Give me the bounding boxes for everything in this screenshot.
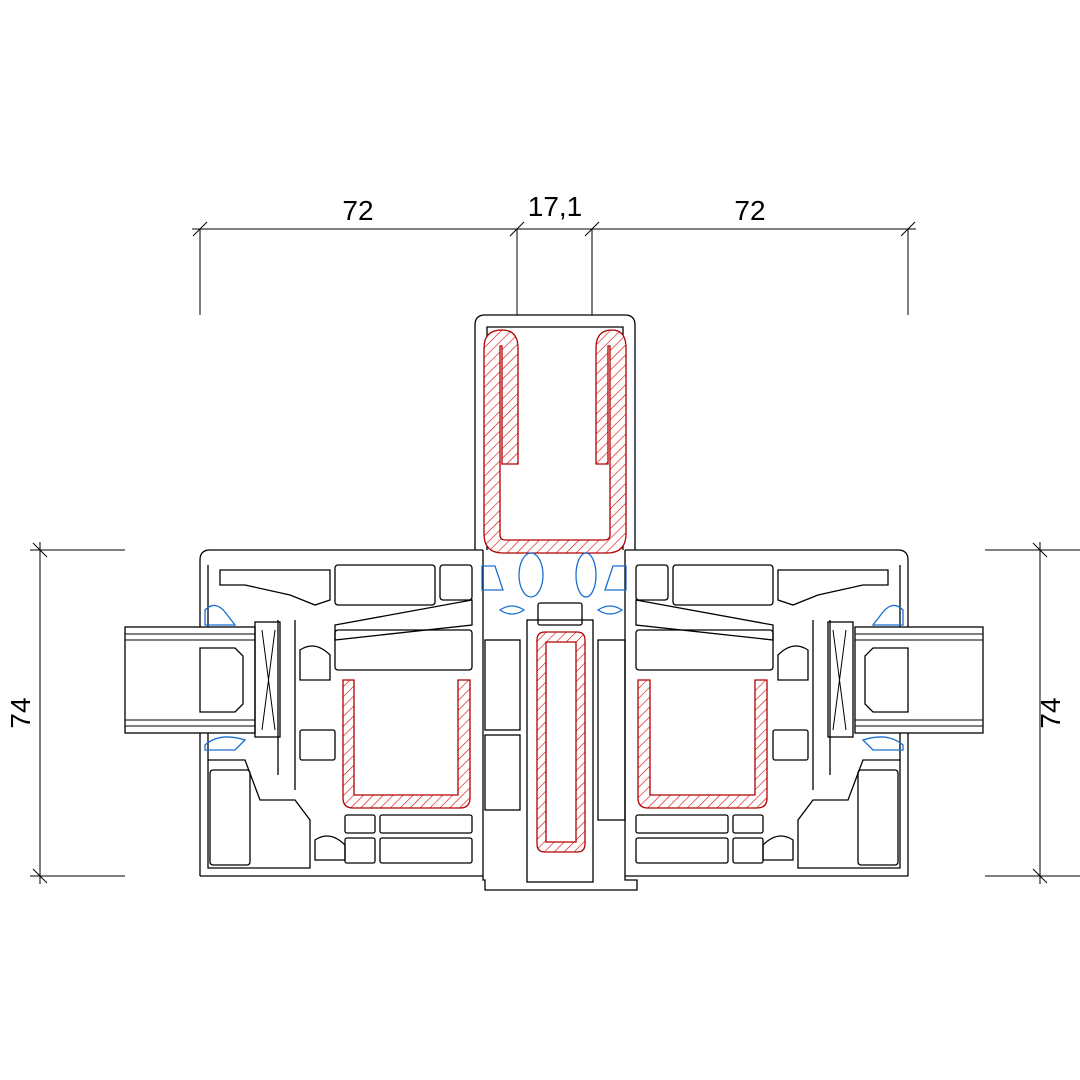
central-mullion xyxy=(482,550,638,891)
left-dimension: 74 xyxy=(5,542,125,884)
top-dimension: 72 17,1 72 xyxy=(192,191,916,315)
left-steel-reinforcement xyxy=(342,679,471,809)
dim-top-center-label: 17,1 xyxy=(528,191,583,222)
dim-right-label: 74 xyxy=(1035,697,1066,728)
dim-top-right-label: 72 xyxy=(734,195,765,226)
left-frame xyxy=(199,549,483,877)
dim-left-label: 74 xyxy=(5,697,36,728)
right-steel-reinforcement xyxy=(637,679,768,809)
dim-top-left-label: 72 xyxy=(342,195,373,226)
gaskets xyxy=(204,552,904,751)
right-glazing-unit xyxy=(827,621,984,738)
left-glazing-unit xyxy=(124,621,281,738)
right-frame xyxy=(625,549,909,877)
right-dimension: 74 xyxy=(985,542,1080,884)
mullion-cap xyxy=(474,314,636,554)
